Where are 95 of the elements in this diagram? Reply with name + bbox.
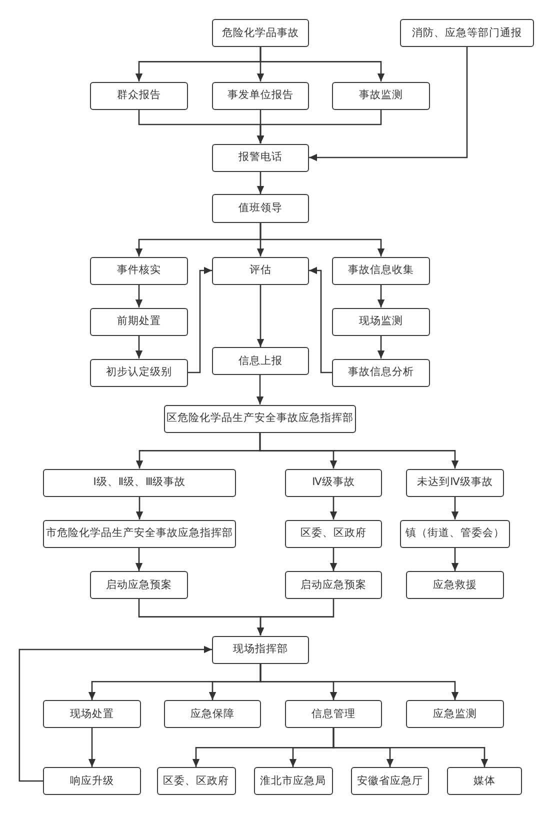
box-text: 初步认定级别 (106, 366, 172, 379)
box-text: 群众报告 (117, 89, 161, 102)
box-text: 信息上报 (238, 354, 282, 368)
arrow (188, 266, 212, 374)
process-box (254, 767, 332, 795)
box-text: 媒体 (474, 774, 496, 788)
process-box (332, 308, 430, 336)
arrow (309, 47, 468, 162)
process-box (164, 404, 356, 432)
process-box (90, 82, 188, 110)
box-text: 启动应急预案 (300, 578, 366, 592)
process-box (90, 308, 188, 336)
process-box (285, 700, 382, 728)
process-box (43, 520, 236, 548)
process-box (156, 767, 236, 795)
box-text: 应急保障 (190, 708, 234, 720)
arrow (256, 284, 264, 347)
arrow (260, 222, 385, 256)
box-text: 启动应急预案 (106, 578, 172, 592)
box-text: 报警电话 (238, 151, 282, 164)
arrow (260, 664, 459, 700)
arrow (451, 548, 459, 571)
box-text: Ⅰ级、Ⅱ级、Ⅲ级事故 (93, 476, 186, 489)
process-box (212, 636, 309, 664)
arrow (256, 599, 334, 636)
arrow (136, 496, 144, 520)
arrow (135, 548, 143, 571)
arrow (377, 284, 385, 308)
box-text: 值班领导 (238, 202, 282, 215)
box-text: 区委、区政府 (300, 527, 366, 540)
process-box (212, 194, 309, 222)
arrow (332, 728, 488, 767)
box-text: 消防、应急等部门通报 (412, 26, 522, 40)
box-text: 事件核实 (117, 264, 161, 277)
process-box (212, 144, 309, 172)
arrow (330, 496, 338, 520)
process-box (406, 571, 504, 599)
arrow (135, 336, 143, 358)
arrow (88, 728, 96, 767)
process-box (332, 358, 430, 386)
process-box (90, 358, 188, 386)
arrow (451, 496, 459, 520)
process-box (406, 468, 504, 496)
process-box (351, 767, 429, 795)
arrow (330, 548, 338, 571)
arrow (256, 172, 264, 194)
process-box (212, 347, 309, 375)
arrow (309, 266, 332, 374)
arrow (259, 432, 459, 468)
box-text: Ⅳ级事故 (312, 476, 355, 489)
process-box (90, 256, 188, 284)
box-text: 淮北市应急局 (260, 774, 326, 788)
box-text: 现场监测 (359, 315, 403, 328)
box-text: 响应升级 (70, 774, 114, 788)
process-box (43, 767, 141, 795)
box-text: 现场指挥部 (233, 643, 288, 656)
process-box (332, 82, 430, 110)
process-box (212, 19, 309, 47)
process-box (400, 19, 534, 47)
box-text: 事发单位报告 (228, 89, 294, 102)
box-text: 区危险化学品生产安全事故应急指挥部 (166, 412, 354, 425)
box-text: 市危险化学品生产安全事故应急指挥部 (46, 527, 233, 540)
process-box (212, 256, 309, 284)
arrow (256, 110, 382, 144)
box-text: 未达到Ⅳ级事故 (417, 476, 493, 489)
arrow (18, 646, 212, 782)
process-box (90, 571, 188, 599)
process-box (400, 520, 510, 548)
arrow (377, 336, 385, 358)
process-box (43, 468, 236, 496)
box-text: 现场处置 (70, 708, 114, 720)
box-text: 事故监测 (359, 89, 403, 102)
process-box (332, 256, 430, 284)
process-box (447, 767, 522, 795)
box-text: 安徽省应急厅 (357, 774, 423, 788)
process-box (406, 700, 504, 728)
process-box (285, 571, 382, 599)
arrow (256, 375, 264, 404)
box-text: 事故信息分析 (348, 366, 414, 379)
box-text: 评估 (250, 264, 272, 277)
box-text: 前期处置 (117, 315, 161, 328)
process-box (164, 700, 261, 728)
box-text: 危险化学品事故 (222, 26, 299, 40)
process-box (43, 700, 141, 728)
box-text: 信息管理 (312, 708, 356, 720)
box-text: 事故信息收集 (348, 264, 414, 277)
box-text: 应急监测 (433, 708, 477, 720)
arrow (135, 284, 143, 308)
box-text: 应急救援 (433, 578, 477, 592)
box-text: 区委、区政府 (163, 774, 229, 788)
box-text: 镇（街道、管委会） (406, 527, 504, 540)
arrow (260, 47, 385, 82)
process-box (285, 520, 382, 548)
process-box (285, 468, 382, 496)
process-box (212, 82, 309, 110)
